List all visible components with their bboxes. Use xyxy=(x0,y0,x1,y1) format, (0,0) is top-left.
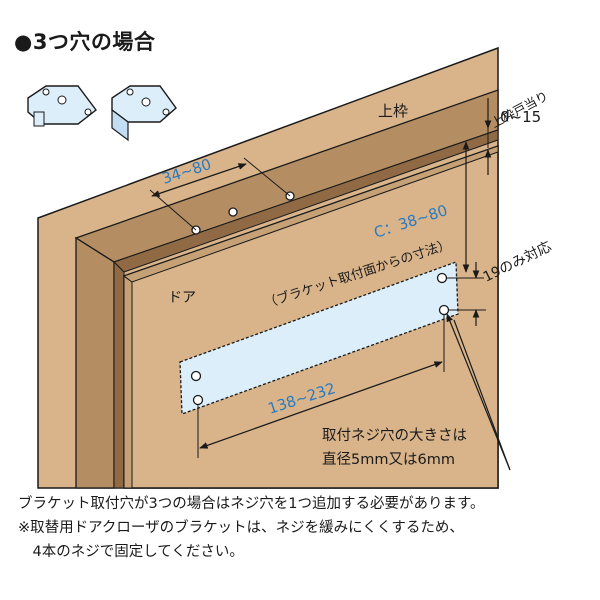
frame-stop-range: 0~15 xyxy=(500,108,541,126)
door-label: ドア xyxy=(168,290,196,306)
note-line-1: ブラケット取付穴が3つの場合はネジ穴を1つ追加する必要があります。 xyxy=(18,496,485,512)
dimension-c xyxy=(446,141,486,326)
bracket-flat-icon xyxy=(27,85,97,127)
frame-hole xyxy=(228,207,238,217)
dimension-hole-spacing-top xyxy=(149,157,291,231)
dimension-hole-spacing-bottom xyxy=(197,314,445,458)
screw-hole xyxy=(438,304,450,316)
leader-lines xyxy=(446,313,511,471)
screw-hole-note-line1: 取付ネジ穴の大きさは xyxy=(322,427,467,444)
screw-hole xyxy=(192,394,204,406)
screw-hole xyxy=(436,272,448,284)
screw-hole-note-line2: 直径5mm又は6mm xyxy=(322,451,455,468)
note-line-3: 4本のネジで固定してください。 xyxy=(18,544,244,560)
frame-label: 上枠 xyxy=(378,102,408,120)
bracket-raised-icon xyxy=(111,85,177,142)
page-title: ●3つ穴の場合 xyxy=(14,30,156,54)
note-line-2: ※取替用ドアクローザのブラケットは、ネジを緩みにくくするため、 xyxy=(18,520,464,536)
screw-hole xyxy=(190,370,202,382)
